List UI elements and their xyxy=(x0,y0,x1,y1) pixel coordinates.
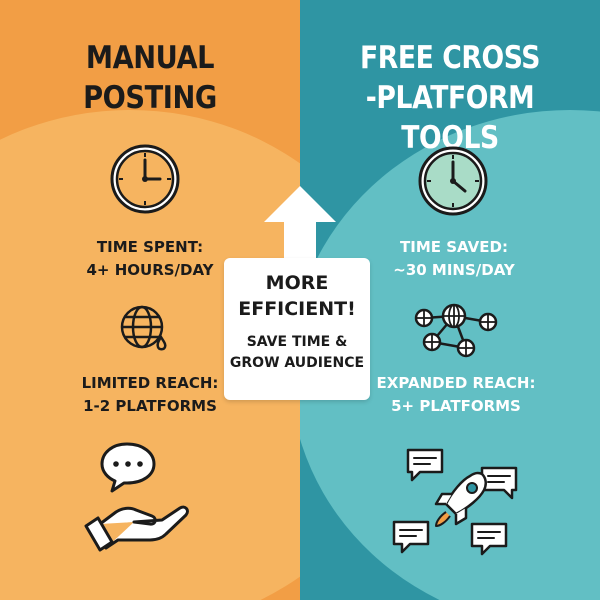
time-saved-label: TIME SAVED: ~30 MINS/DAY xyxy=(304,236,600,282)
up-arrow-icon xyxy=(264,186,336,264)
label-line: LIMITED REACH: xyxy=(81,374,219,392)
label-line: TIME SPENT: xyxy=(96,238,204,256)
expanded-reach-label: EXPANDED REACH: 5+ PLATFORMS xyxy=(306,372,600,418)
efficiency-callout-card: MORE EFFICIENT! SAVE TIME & GROW AUDIENC… xyxy=(224,258,370,400)
efficiency-headline: MORE EFFICIENT! xyxy=(224,270,370,322)
title-line: MANUAL xyxy=(85,40,215,76)
subtext-line: SAVE TIME & xyxy=(246,334,348,350)
clock-icon xyxy=(418,146,488,216)
headline-line: EFFICIENT! xyxy=(238,298,356,320)
rocket-chat-icon xyxy=(392,448,518,556)
network-icon xyxy=(414,303,498,358)
label-line: ~30 MINS/DAY xyxy=(393,261,515,279)
title-line: FREE CROSS xyxy=(359,40,541,76)
clock-icon xyxy=(110,144,180,214)
label-line: 5+ PLATFORMS xyxy=(391,397,521,415)
time-spent-label: TIME SPENT: 4+ HOURS/DAY xyxy=(0,236,300,282)
limited-reach-label: LIMITED REACH: 1-2 PLATFORMS xyxy=(0,372,300,418)
hand-chat-icon xyxy=(84,442,189,552)
cross-platform-tools-title: FREE CROSS -PLATFORM TOOLS xyxy=(321,38,579,158)
label-line: TIME SAVED: xyxy=(400,238,508,256)
subtext-line: GROW AUDIENCE xyxy=(229,355,365,371)
label-line: EXPANDED REACH: xyxy=(376,374,536,392)
efficiency-subtext: SAVE TIME & GROW AUDIENCE xyxy=(224,332,370,374)
manual-posting-title: MANUAL POSTING xyxy=(18,38,282,118)
globe-icon xyxy=(120,305,167,351)
headline-line: MORE xyxy=(265,272,329,294)
label-line: 1-2 PLATFORMS xyxy=(83,397,217,415)
label-line: 4+ HOURS/DAY xyxy=(86,261,214,279)
title-line: POSTING xyxy=(83,80,217,116)
